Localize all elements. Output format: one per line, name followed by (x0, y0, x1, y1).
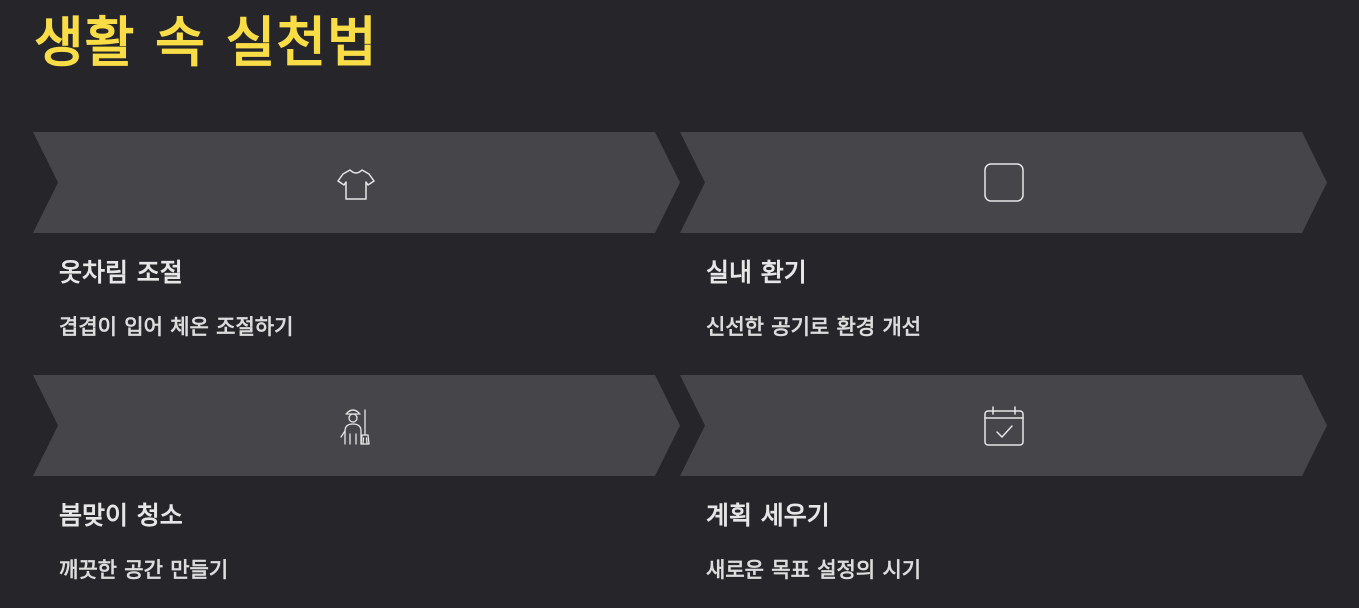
card-title: 계획 세우기 (706, 501, 830, 530)
card-clothing: 옷차림 조절 겹겹이 입어 체온 조절하기 (33, 132, 680, 372)
card-spring-cleaning: 봄맞이 청소 깨끗한 공간 만들기 (33, 375, 680, 608)
chevron-banner (33, 132, 680, 233)
card-title: 실내 환기 (706, 258, 807, 287)
t-shirt-icon (337, 169, 375, 200)
cleaner-icon (340, 409, 370, 445)
chevron-shape (680, 375, 1327, 476)
card-title: 옷차림 조절 (59, 258, 183, 287)
chevron-shape (680, 132, 1327, 233)
chevron-banner (33, 375, 680, 476)
chevron-shape (33, 132, 680, 233)
card-description: 새로운 목표 설정의 시기 (706, 558, 922, 582)
square-icon (984, 163, 1024, 202)
card-description: 겹겹이 입어 체온 조절하기 (59, 315, 294, 339)
card-description: 신선한 공기로 환경 개선 (706, 315, 922, 339)
page-title: 생활 속 실천법 (34, 11, 378, 74)
card-ventilation: 실내 환기 신선한 공기로 환경 개선 (680, 132, 1327, 372)
card-planning: 계획 세우기 새로운 목표 설정의 시기 (680, 375, 1327, 608)
calendar-check-icon (984, 406, 1024, 446)
chevron-banner (680, 132, 1327, 233)
card-description: 깨끗한 공간 만들기 (59, 558, 229, 582)
chevron-banner (680, 375, 1327, 476)
card-title: 봄맞이 청소 (59, 501, 183, 530)
chevron-shape (33, 375, 680, 476)
